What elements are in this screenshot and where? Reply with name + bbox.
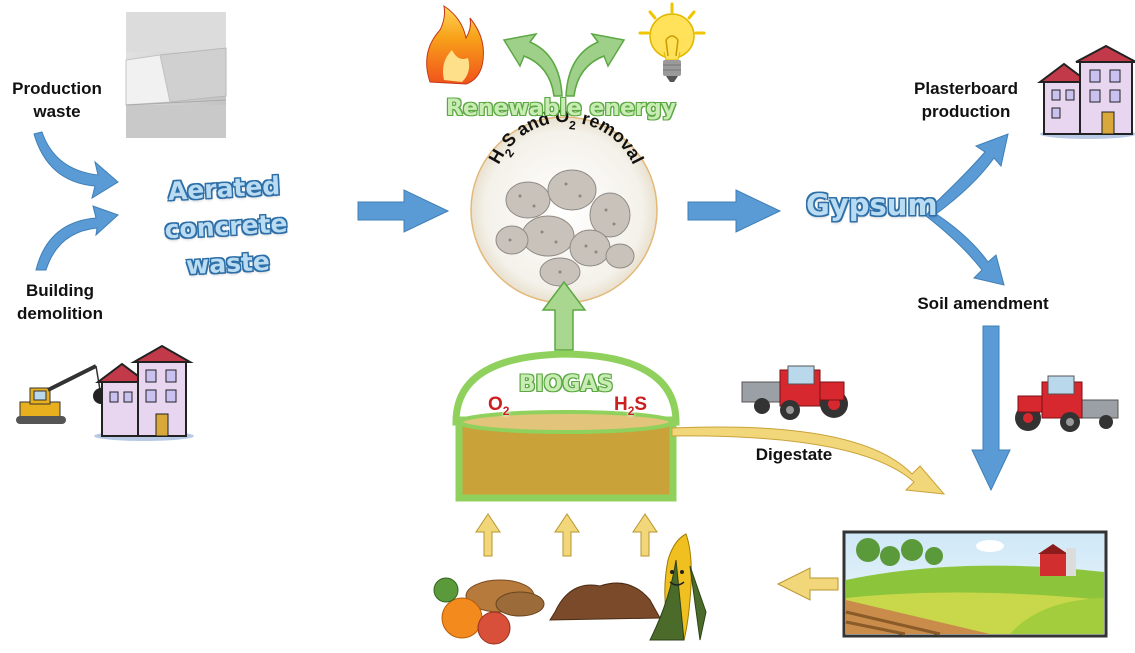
arrow-biogas-to-removal (541, 280, 587, 351)
arrow-demolition-to-aerated (35, 205, 119, 271)
concrete-block-icon (125, 12, 227, 138)
production-waste-label: Production waste (12, 79, 102, 121)
gravel-icon (495, 169, 635, 287)
digestate-label: Digestate (755, 445, 833, 464)
tractor-icon (741, 365, 848, 420)
removal-label: H2S and O2 removal (485, 106, 648, 167)
arrow-gypsum-to-soil (925, 209, 1005, 286)
arrow-field-to-biomass (776, 567, 839, 601)
arrow-production-to-aerated (33, 131, 119, 200)
building-icon (94, 344, 194, 441)
biogas-label: BIOGAS (518, 372, 614, 397)
arrow-removal-to-gypsum (687, 189, 782, 233)
building-demolition-label: Building demolition (17, 281, 103, 323)
arrow-soil-to-field (971, 325, 1011, 492)
digester-icon (452, 350, 680, 502)
removal-label-path: H2S and O2 removal (485, 106, 648, 167)
tractor-icon (1015, 375, 1119, 432)
lightbulb-icon (638, 2, 706, 82)
soil-amendment-label: Soil amendment (917, 294, 1049, 313)
arrow-energy-split (502, 32, 626, 97)
flame-icon (426, 4, 484, 85)
biomass-icon (433, 533, 707, 645)
aerated-concrete-waste-label: Aerated concrete waste (163, 171, 289, 281)
arrow-gypsum-to-plasterboard (929, 133, 1009, 215)
arrow-aerated-to-removal (357, 189, 450, 233)
farm-field-icon (842, 530, 1108, 638)
h2s-label: H2S (614, 394, 648, 418)
o2-label: O2 (488, 394, 510, 418)
crane-icon (16, 364, 109, 424)
renewable-energy-label: Renewable energy (446, 96, 676, 121)
plasterboard-production-label: Plasterboard production (914, 79, 1018, 121)
arrow-digestate (671, 426, 946, 495)
arrow-biomass-up (475, 513, 658, 557)
gypsum-label: Gypsum (806, 188, 938, 222)
building-icon (1037, 44, 1135, 139)
